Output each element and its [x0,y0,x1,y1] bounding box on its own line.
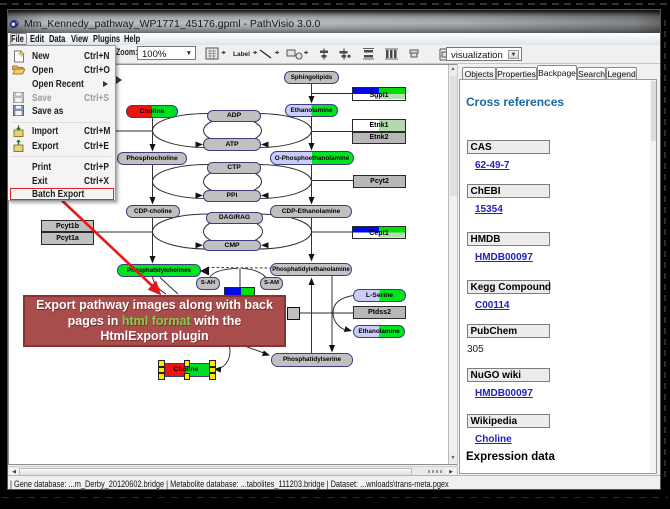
svg-text:Label: Label [233,51,250,58]
